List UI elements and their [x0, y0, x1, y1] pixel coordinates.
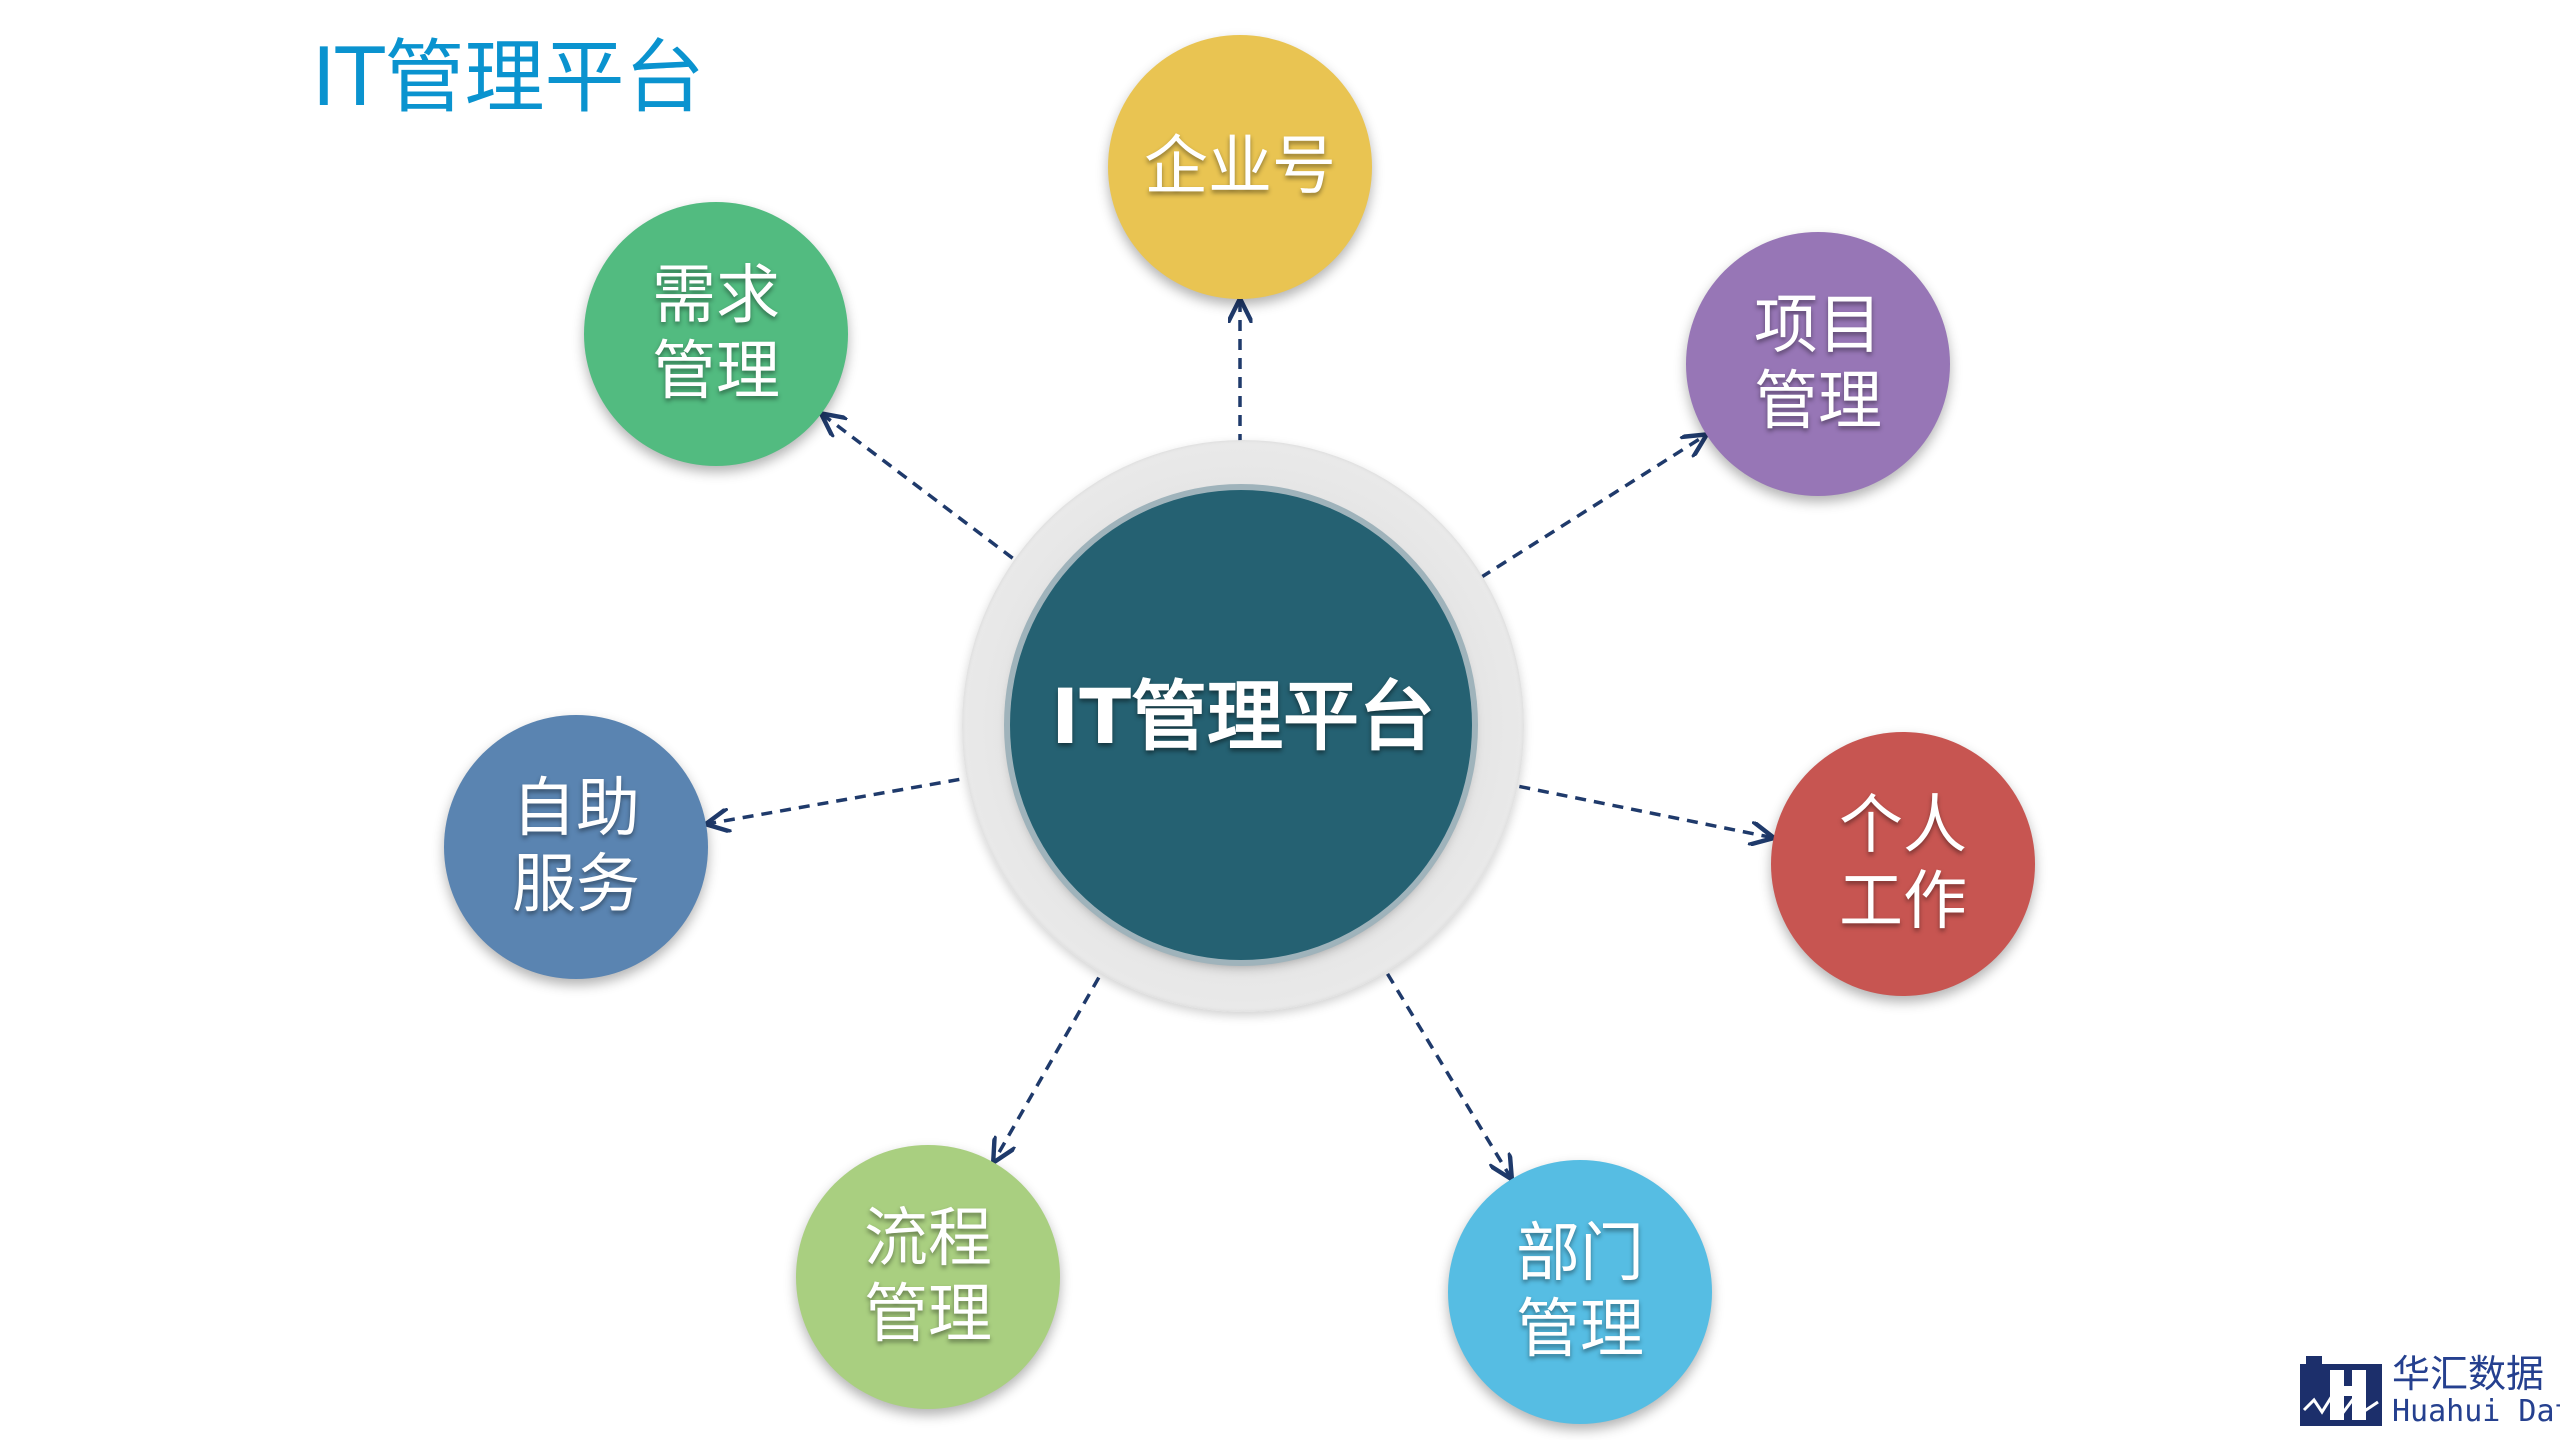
node-label-line: 管理 [864, 1278, 992, 1352]
node-label-line: 服务 [512, 848, 640, 922]
node-label-line: 部门 [1516, 1217, 1644, 1291]
logo-name: 华汇数据 [2392, 1352, 2545, 1396]
hub-label: IT管理平台 [1050, 672, 1436, 761]
node-label-line: 需求 [652, 259, 780, 333]
node-label-line: 管理 [1754, 365, 1882, 439]
company-logo: 华汇数据 Huahui Data [2300, 1352, 2560, 1436]
node-enterprise[interactable]: 企业号 [1108, 35, 1372, 299]
node-personal-work[interactable]: 个人 工作 [1771, 732, 2035, 996]
hub-core [1010, 490, 1472, 960]
node-label-line: 管理 [1516, 1293, 1644, 1367]
node-label-line: 管理 [652, 335, 780, 409]
node-self-service[interactable]: 自助 服务 [444, 715, 708, 979]
node-label-line: 自助 [512, 772, 640, 846]
node-label-line: 项目 [1754, 289, 1882, 363]
page-title: IT管理平台 [312, 31, 705, 124]
logo-name-en: Huahui Data [2392, 1394, 2560, 1429]
node-label-line: 工作 [1839, 865, 1967, 939]
node-project-management[interactable]: 项目 管理 [1686, 232, 1950, 496]
node-department-management[interactable]: 部门 管理 [1448, 1160, 1712, 1424]
node-label-line: 企业号 [1144, 130, 1336, 204]
node-process-management[interactable]: 流程 管理 [796, 1145, 1060, 1409]
node-label-line: 个人 [1839, 789, 1967, 863]
node-label-line: 流程 [864, 1202, 992, 1276]
node-requirement-management[interactable]: 需求 管理 [584, 202, 848, 466]
logo-mark-icon [2300, 1356, 2382, 1426]
